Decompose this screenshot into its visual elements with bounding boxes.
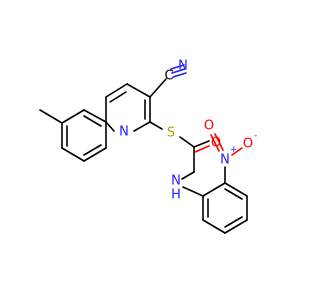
bond xyxy=(231,147,243,156)
sulfur-label: S xyxy=(167,126,175,141)
nitro-o-single-label: O xyxy=(243,137,253,152)
bond xyxy=(83,147,107,162)
structure-diagram: C N N S O N H xyxy=(39,59,257,234)
nitrile-n-label: N xyxy=(178,59,188,74)
bond xyxy=(105,83,128,98)
bond xyxy=(171,68,186,74)
bond xyxy=(181,171,195,180)
bond xyxy=(172,72,187,78)
bond xyxy=(224,182,248,197)
bond xyxy=(202,182,226,197)
bond xyxy=(133,121,151,132)
bond xyxy=(224,188,243,200)
bond xyxy=(193,140,210,148)
bond xyxy=(182,186,204,197)
bond xyxy=(149,121,163,130)
bond xyxy=(105,121,115,132)
bond xyxy=(83,115,102,127)
bond xyxy=(83,144,102,156)
nitro-n-charge: + xyxy=(230,145,238,155)
pyridine-ring xyxy=(105,83,151,132)
pyridine-n-label: N xyxy=(119,125,129,140)
amide-n-label: N xyxy=(171,174,181,189)
methyl-bond xyxy=(39,109,63,124)
nitro-o-double-label: O xyxy=(204,119,214,134)
bond xyxy=(109,91,127,103)
bond xyxy=(83,109,107,123)
bond xyxy=(170,64,185,70)
bond xyxy=(61,109,85,124)
bond xyxy=(149,78,167,98)
amide-h-label: H xyxy=(171,188,181,203)
bond xyxy=(224,216,243,228)
nitro-n-label: N xyxy=(220,153,230,168)
bond xyxy=(224,219,248,234)
bond xyxy=(210,134,220,152)
tolyl-ring xyxy=(39,109,107,162)
bond xyxy=(126,83,151,98)
nitrile-group: C N xyxy=(149,59,188,98)
bond xyxy=(194,145,210,153)
bond xyxy=(179,136,195,148)
amide-group: O N H xyxy=(171,136,221,203)
bond xyxy=(202,219,226,234)
nitrophenyl-ring xyxy=(202,182,248,234)
bond xyxy=(61,147,85,162)
nitro-o-charge: - xyxy=(254,131,257,141)
nitrile-c-label: C xyxy=(164,69,173,84)
bond xyxy=(214,133,224,151)
carbonyl-o-label: O xyxy=(211,136,221,151)
nitro-group: N + O O - xyxy=(204,119,257,184)
thioether-linker: S xyxy=(149,121,195,148)
molecule-canvas: C N N S O N H xyxy=(39,59,257,234)
